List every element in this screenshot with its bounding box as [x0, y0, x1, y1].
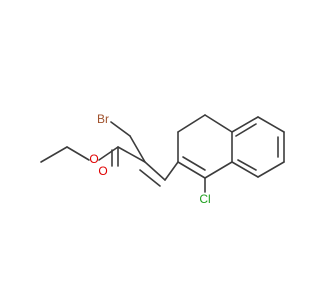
bond-ring-c3-c4	[177, 114, 206, 133]
bond-benzo-c7-c8	[257, 161, 285, 178]
bond-vinyl-ring	[164, 161, 179, 181]
bond-ring-c2-c1-double-2	[182, 156, 206, 171]
bond-benzo-c5-c6	[257, 116, 285, 133]
atom-ester-oxygen-label: O	[89, 152, 98, 166]
bond-ch2-br	[110, 121, 131, 137]
bond-alkene-ch2	[129, 135, 146, 163]
bond-c1-c8a	[204, 161, 233, 179]
atom-bromine-label: Br	[97, 112, 109, 126]
bond-alkene-double-2	[139, 169, 161, 187]
atom-labels: Br O O Cl	[89, 112, 210, 206]
bond-benzo-c4a-c5	[231, 116, 259, 133]
bond-ethyl-ch3-ch2	[40, 146, 68, 163]
bond-benzo-inner-1	[235, 123, 257, 137]
bond-benzo-c8-c8a	[231, 161, 259, 178]
molecule-structure-diagram: Br O O Cl	[40, 112, 285, 206]
atom-carbonyl-oxygen-label: O	[98, 164, 107, 178]
bond-ring-c2-c1-double-1	[177, 161, 206, 179]
bond-carbonyl-alkene	[117, 146, 146, 163]
bond-alkene-double-1	[144, 161, 166, 181]
bond-ring-c4-c4a	[204, 114, 233, 133]
bond-o-carbonyl-c	[98, 146, 119, 161]
bond-benzo-inner-3	[237, 159, 257, 171]
atom-chlorine-label: Cl	[199, 192, 210, 206]
bond-ethyl-ch2-o	[66, 146, 90, 161]
bonds	[40, 114, 285, 193]
